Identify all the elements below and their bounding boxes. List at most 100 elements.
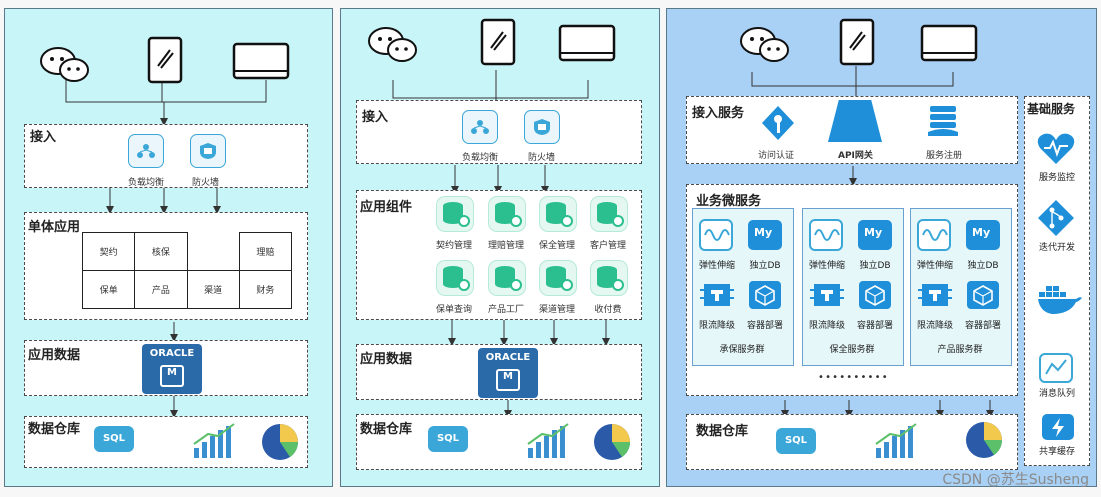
cluster-item-label: 独立DB	[967, 261, 999, 271]
tablet-icon	[147, 36, 183, 84]
cluster-item-label: 弹性伸缩	[916, 261, 953, 271]
ratelimit-icon	[916, 278, 954, 312]
sql-label: SQL	[94, 426, 134, 452]
component-label: 产品工厂	[487, 305, 524, 315]
cluster-item-label: 弹性伸缩	[698, 261, 735, 271]
sql-cloud-icon: SQL	[428, 426, 486, 458]
sql-label: SQL	[428, 426, 468, 452]
mysql-label: My	[864, 226, 883, 239]
base-service-label: 共享缓存	[1038, 447, 1075, 457]
ratelimit-icon	[698, 278, 736, 312]
firewall-icon	[524, 110, 560, 144]
container-icon	[746, 278, 784, 312]
oracle-label: ORACLE	[485, 352, 531, 363]
monitor-icon	[920, 24, 978, 62]
component-label: 理赔管理	[487, 241, 524, 251]
dw-title: 数据仓库	[696, 424, 749, 439]
micro-title: 业务微服务	[696, 194, 762, 209]
auth-label: 访问认证	[758, 151, 795, 161]
pie-chart-icon	[594, 424, 630, 460]
dw-title: 数据仓库	[360, 422, 413, 437]
cluster-title: 承保服务群	[719, 345, 765, 355]
cluster-item-label: 限流降级	[808, 321, 845, 331]
mysql-icon: My	[746, 218, 784, 252]
oracle-db-icon: ORACLE M	[142, 344, 202, 394]
base-service-label: 迭代开发	[1038, 243, 1075, 253]
db-gear-icon	[436, 260, 474, 296]
sql-cloud-icon: SQL	[94, 426, 152, 458]
oracle-m: M	[160, 365, 184, 387]
oracle-m: M	[496, 369, 520, 391]
db-gear-icon	[539, 260, 577, 296]
more-dots: • • • • • • • • • •	[818, 372, 888, 383]
cluster-title: 产品服务群	[937, 345, 983, 355]
grid-cell: 理赔	[238, 232, 293, 271]
mysql-icon: My	[964, 218, 1002, 252]
pie-chart-icon	[966, 422, 1002, 458]
db-gear-icon	[488, 196, 526, 232]
mysql-icon: My	[856, 218, 894, 252]
grid-cell: 财务	[238, 270, 293, 309]
grid-cell: 核保	[134, 232, 188, 271]
dw-title: 数据仓库	[28, 422, 81, 437]
tablet-icon	[480, 18, 516, 66]
cluster-item-label: 容器部署	[964, 321, 1001, 331]
module-grid: 契约 核保 理赔 保单 产品 渠道 财务	[81, 232, 293, 309]
firewall-label: 防火墙	[192, 178, 220, 188]
cluster-item-label: 容器部署	[856, 321, 893, 331]
cluster-item-label: 独立DB	[859, 261, 891, 271]
load-balancer-icon	[128, 134, 164, 168]
component-label: 收付费	[594, 305, 622, 315]
monitor-icon	[558, 24, 616, 62]
appdata-title: 应用数据	[360, 352, 413, 367]
access-service-title: 接入服务	[692, 106, 745, 121]
wechat-icon	[740, 27, 789, 62]
cluster-item-label: 弹性伸缩	[808, 261, 845, 271]
access-title: 接入	[362, 110, 389, 125]
docker-icon	[1036, 282, 1082, 320]
db-gear-icon	[539, 196, 577, 232]
component-label: 保单查询	[435, 305, 472, 315]
bar-chart-icon	[527, 423, 569, 458]
firewall-label: 防火墙	[528, 153, 556, 163]
monitor-heart-icon	[1036, 130, 1080, 168]
component-label: 保全管理	[538, 241, 575, 251]
db-gear-icon	[590, 260, 628, 296]
wechat-icon	[40, 47, 89, 82]
elastic-icon	[808, 218, 846, 252]
appdata-title: 应用数据	[28, 348, 81, 363]
ratelimit-icon	[808, 278, 846, 312]
base-service-label: 服务监控	[1038, 173, 1075, 183]
dw-box	[686, 414, 1018, 470]
api-gateway-icon	[828, 100, 882, 142]
auth-key-icon	[762, 106, 794, 140]
elastic-icon	[698, 218, 736, 252]
monitor-icon	[232, 42, 290, 80]
service-register-icon	[928, 106, 958, 136]
oracle-db-icon: ORACLE M	[478, 348, 538, 398]
db-gear-icon	[590, 196, 628, 232]
grid-cell: 渠道	[186, 270, 240, 309]
cluster-item-label: 独立DB	[749, 261, 781, 271]
oracle-label: ORACLE	[149, 348, 195, 359]
access-box	[24, 124, 308, 188]
cluster-item-label: 限流降级	[916, 321, 953, 331]
grid-cell: 契约	[81, 232, 136, 271]
mysql-label: My	[972, 226, 991, 239]
access-box	[356, 100, 642, 164]
dw-box	[24, 416, 308, 468]
grid-cell: 产品	[134, 270, 188, 309]
db-gear-icon	[436, 196, 474, 232]
load-balancer-label: 负载均衡	[128, 178, 165, 188]
load-balancer-label: 负载均衡	[462, 153, 499, 163]
container-icon	[964, 278, 1002, 312]
container-icon	[856, 278, 894, 312]
components-title: 应用组件	[360, 200, 413, 215]
db-gear-icon	[488, 260, 526, 296]
grid-cell	[186, 232, 240, 271]
wechat-icon	[368, 27, 417, 62]
message-queue-icon	[1036, 350, 1080, 388]
monolith-title: 单体应用	[28, 220, 81, 235]
mysql-label: My	[754, 226, 773, 239]
firewall-icon	[190, 134, 226, 168]
